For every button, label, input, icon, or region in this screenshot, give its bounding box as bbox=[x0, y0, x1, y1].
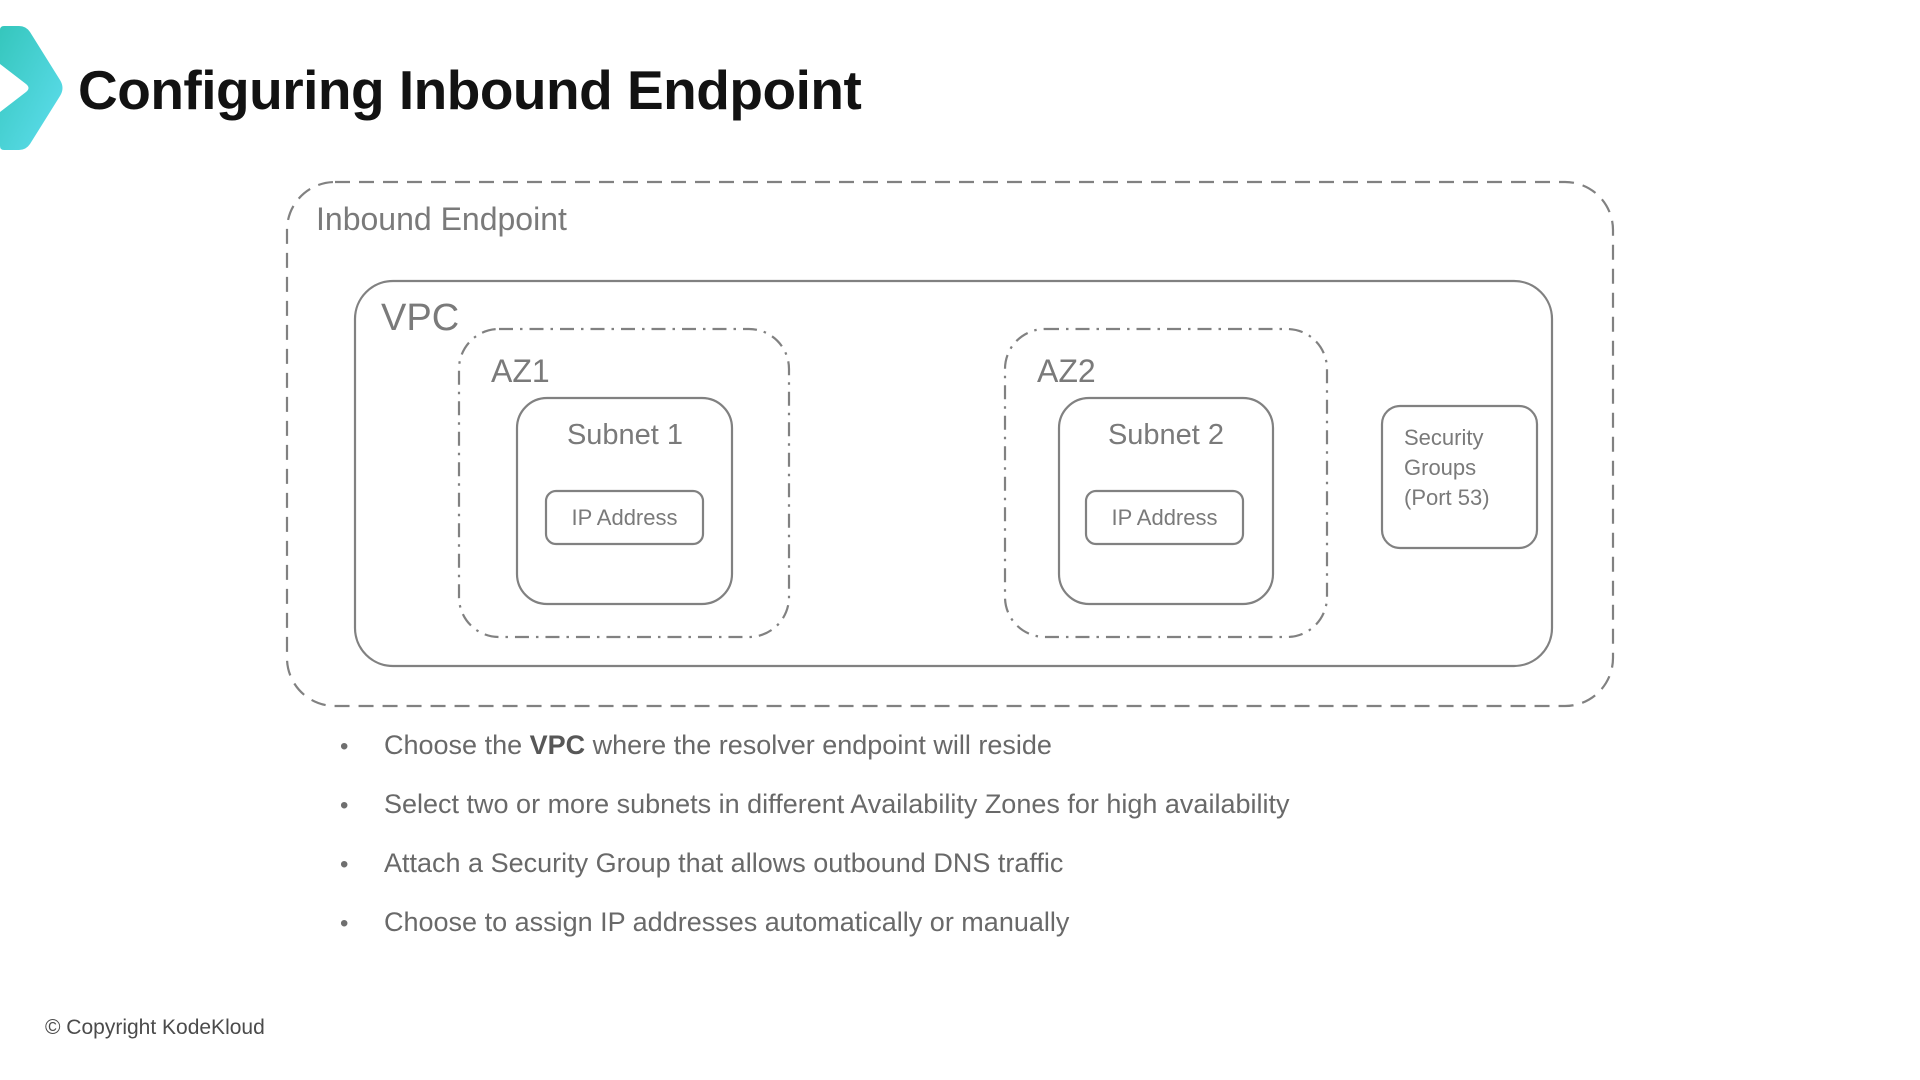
subnet2-label: Subnet 2 bbox=[1107, 419, 1225, 451]
ip-address-1-label: IP Address bbox=[571, 504, 678, 530]
subnet2-box bbox=[1057, 396, 1275, 606]
security-groups-label: Security Groups (Port 53) bbox=[1404, 425, 1490, 510]
vpc-box bbox=[353, 279, 1554, 668]
bullet-marker: • bbox=[340, 733, 349, 760]
az2-label: AZ2 bbox=[1037, 353, 1096, 389]
inbound-endpoint-box bbox=[285, 180, 1615, 708]
copyright-notice: © Copyright KodeKloud bbox=[45, 1016, 265, 1039]
bullet-item: • Attach a Security Group that allows ou… bbox=[340, 849, 1600, 879]
bullet-item: • Choose the VPC where the resolver endp… bbox=[340, 731, 1600, 761]
chevron-shape bbox=[0, 26, 63, 150]
page-title: Configuring Inbound Endpoint bbox=[78, 59, 862, 121]
subnet1-label: Subnet 1 bbox=[566, 419, 684, 451]
bullet-text: Choose to assign IP addresses automatica… bbox=[384, 907, 1070, 937]
bullet-item: • Choose to assign IP addresses automati… bbox=[340, 908, 1600, 938]
vpc-label: VPC bbox=[381, 297, 460, 339]
bullet-text: Choose the VPC where the resolver endpoi… bbox=[384, 730, 1052, 760]
bullet-marker: • bbox=[340, 851, 349, 878]
security-groups-box bbox=[1380, 404, 1539, 550]
ip-address-1-box bbox=[544, 489, 705, 546]
bullet-list: • Choose the VPC where the resolver endp… bbox=[340, 731, 1600, 967]
bullet-marker: • bbox=[340, 910, 349, 937]
subnet1-box bbox=[515, 396, 734, 606]
bullet-item: • Select two or more subnets in differen… bbox=[340, 790, 1600, 820]
inbound-endpoint-label: Inbound Endpoint bbox=[316, 201, 567, 237]
az1-label: AZ1 bbox=[491, 353, 550, 389]
az1-box bbox=[457, 327, 791, 639]
bullet-marker: • bbox=[340, 792, 349, 819]
kodekloud-chevron-icon bbox=[0, 26, 63, 150]
bullet-text: Select two or more subnets in different … bbox=[384, 789, 1290, 819]
ip-address-2-box bbox=[1084, 489, 1245, 546]
az2-box bbox=[1003, 327, 1329, 639]
bullet-text: Attach a Security Group that allows outb… bbox=[384, 848, 1064, 878]
ip-address-2-label: IP Address bbox=[1111, 504, 1218, 530]
